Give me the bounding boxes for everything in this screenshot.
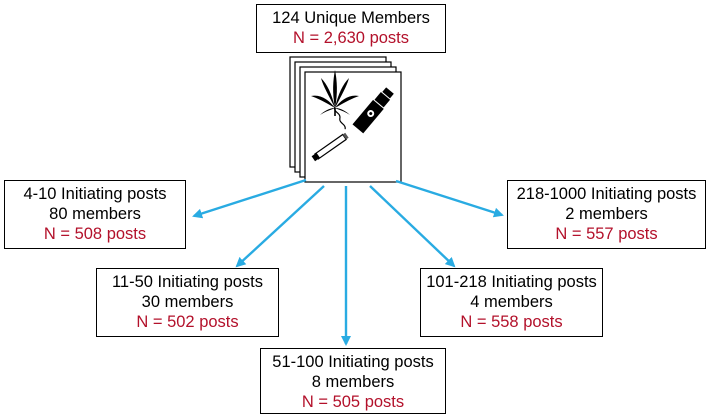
group-box-218-1000: 218-1000 Initiating posts 2 members N = … — [507, 180, 706, 249]
document-stack — [289, 56, 402, 183]
group-box-101-218: 101-218 Initiating posts 4 members N = 5… — [420, 268, 603, 337]
connector-arrows — [192, 178, 504, 346]
arrow-to-group-5 — [395, 179, 504, 218]
group-posts-count: N = 505 posts — [301, 393, 405, 411]
arrow-to-group-2 — [235, 185, 325, 268]
group-range-label: 51-100 Initiating posts — [272, 353, 434, 371]
group-posts-count: N = 558 posts — [460, 313, 563, 331]
group-members-label: 30 members — [141, 293, 234, 311]
group-members-label: 8 members — [311, 373, 395, 391]
group-range-label: 11-50 Initiating posts — [111, 273, 264, 291]
cigarette-icon — [311, 107, 349, 162]
group-posts-count: N = 508 posts — [43, 225, 147, 243]
group-range-label: 4-10 Initiating posts — [23, 185, 167, 203]
group-box-11-50: 11-50 Initiating posts 30 members N = 50… — [96, 268, 279, 337]
group-posts-count: N = 502 posts — [136, 313, 239, 331]
group-members-label: 80 members — [49, 205, 141, 223]
arrow-to-group-1 — [192, 178, 307, 219]
total-members-label: 124 Unique Members — [272, 9, 430, 27]
total-posts-count: N = 2,630 posts — [292, 29, 410, 47]
group-range-label: 218-1000 Initiating posts — [516, 185, 697, 203]
total-members-box: 124 Unique Members N = 2,630 posts — [256, 4, 446, 53]
vape-pen-icon — [352, 87, 394, 134]
group-range-label: 101-218 Initiating posts — [426, 273, 597, 291]
group-members-label: 2 members — [565, 205, 648, 223]
group-members-label: 4 members — [470, 293, 553, 311]
cannabis-leaf-icon — [311, 70, 359, 116]
group-box-51-100: 51-100 Initiating posts 8 members N = 50… — [260, 348, 446, 414]
group-posts-count: N = 557 posts — [555, 225, 658, 243]
group-box-4-10: 4-10 Initiating posts 80 members N = 508… — [4, 180, 186, 249]
arrow-to-group-4 — [369, 185, 456, 268]
